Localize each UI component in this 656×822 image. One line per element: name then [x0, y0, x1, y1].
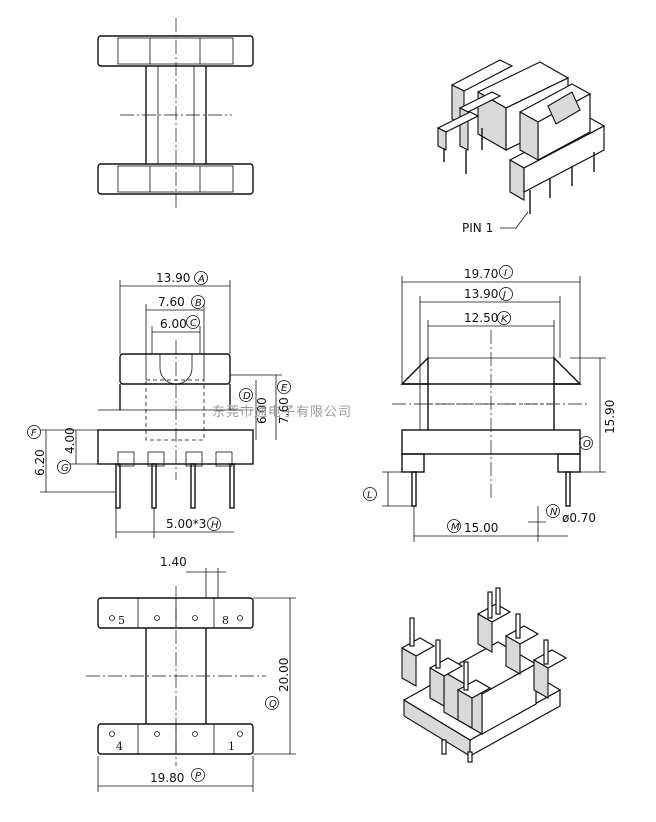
dim-a-value: 13.90	[156, 271, 190, 285]
dim-o-value: 15.90	[603, 400, 617, 434]
dim-c-value: 6.00	[160, 317, 187, 331]
front-view: 13.90 A 7.60 B 6.00 C 6.00 D 7.60 E 6.20…	[27, 271, 291, 538]
dim-n-value: ø0.70	[562, 511, 596, 525]
dim-n-ref: N	[550, 507, 558, 518]
dim-q-ref: Q	[269, 699, 277, 710]
dim-a-ref: A	[197, 274, 205, 285]
dim-k-value: 12.50	[464, 311, 498, 325]
pin-number-1: 1	[228, 740, 235, 753]
dim-f-ref: F	[31, 428, 37, 439]
dim-b-ref: B	[195, 298, 202, 309]
isometric-view-upper: PIN 1	[436, 59, 606, 235]
watermark: 东莞市通电子有限公司	[212, 404, 352, 420]
side-view: 19.70 I 13.90 J 12.50 K L M 15.00 N ø0.7…	[363, 265, 617, 542]
dim-pin-width-value: 1.40	[160, 555, 187, 569]
dim-h-ref: H	[211, 520, 219, 531]
dim-i-ref: I	[504, 268, 507, 279]
dim-d-value: 6.00	[255, 397, 269, 424]
dim-p-value: 19.80	[150, 771, 184, 785]
pin-number-8: 8	[222, 614, 229, 627]
dim-e-value: 7.60	[277, 397, 291, 424]
dim-o-ref: O	[583, 439, 591, 450]
dim-c-ref: C	[190, 318, 197, 329]
dim-k-ref: K	[501, 314, 509, 325]
dim-h-value: 5.00*3	[166, 517, 206, 531]
dim-i-value: 19.70	[464, 267, 498, 281]
bottom-view: 5 8 4 1 1.40 19.80 P 20.00 Q	[86, 555, 296, 792]
dim-e-ref: E	[281, 383, 288, 394]
isometric-view-lower	[400, 587, 568, 763]
dim-g-ref: G	[61, 463, 69, 474]
top-view	[97, 18, 254, 210]
dim-m-ref: M	[451, 522, 460, 533]
pin1-label: PIN 1	[462, 221, 493, 235]
pin-number-5: 5	[118, 614, 125, 627]
dim-p-ref: P	[195, 771, 202, 782]
dim-f-value: 6.20	[33, 449, 47, 476]
dim-g-value: 4.00	[63, 427, 77, 454]
dim-j-value: 13.90	[464, 287, 498, 301]
dim-b-value: 7.60	[158, 295, 185, 309]
pin-number-4: 4	[116, 740, 123, 753]
dim-j-ref: J	[501, 290, 506, 301]
dim-l-ref: L	[367, 490, 373, 501]
dim-m-value: 15.00	[464, 521, 498, 535]
dim-q-value: 20.00	[277, 658, 291, 692]
dim-d-ref: D	[243, 391, 251, 402]
